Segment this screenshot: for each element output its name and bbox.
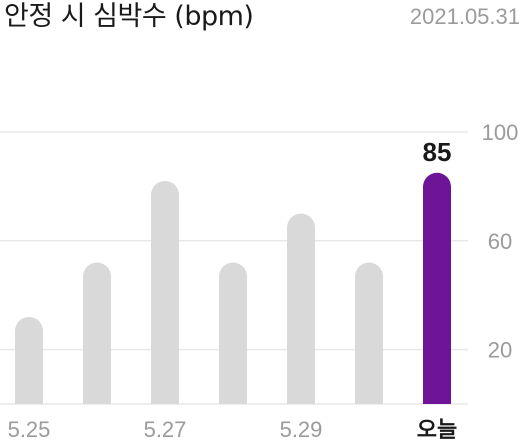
bar-5.27[interactable] [151, 180, 179, 404]
bar-5.28[interactable] [219, 262, 247, 404]
today-value-label: 85 [423, 137, 452, 167]
x-tick-label: 5.29 [280, 417, 323, 442]
bar-5.29[interactable] [287, 213, 315, 404]
bar-5.26[interactable] [83, 262, 111, 404]
x-tick-label-today: 오늘 [417, 417, 457, 442]
x-tick-label: 5.27 [144, 417, 187, 442]
x-tick-label: 5.25 [8, 417, 51, 442]
bar-today[interactable] [423, 172, 451, 404]
y-tick-label: 20 [488, 338, 512, 363]
bar-5.25[interactable] [15, 316, 43, 404]
date-label: 2021.05.31 [409, 4, 520, 29]
y-tick-label: 60 [488, 229, 512, 254]
y-tick-label: 100 [482, 120, 519, 145]
chart-title: 안정 시 심박수 (bpm) [4, 1, 254, 32]
bar-5.30[interactable] [355, 262, 383, 404]
